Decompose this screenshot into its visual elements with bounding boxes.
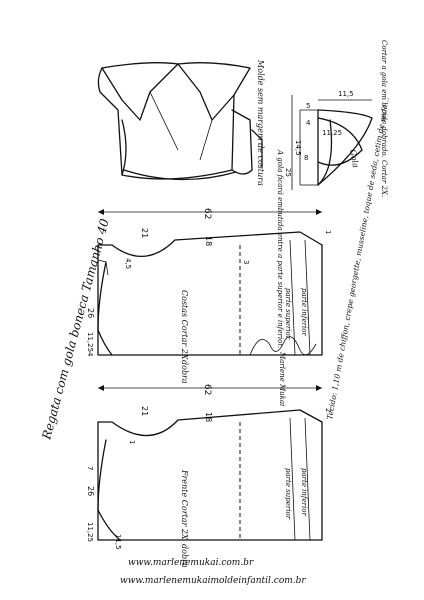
fabric-note: Tecido: 1,10 m de chiffon, crepe georget… xyxy=(325,97,391,421)
back-fold-label: dobra xyxy=(180,360,189,384)
back-dim-c: 4,5 xyxy=(124,258,132,269)
collar-dim-3: 25 xyxy=(284,168,292,177)
front-dim-c: 1 xyxy=(128,440,136,444)
back-dim-e: 1 xyxy=(324,230,332,234)
garment-sketch xyxy=(97,62,263,181)
collar-dim-4: 4 xyxy=(306,119,311,127)
front-pattern-piece xyxy=(97,409,323,541)
front-fold-label: dobra xyxy=(180,544,189,568)
website-1[interactable]: www.marlenemukai.com.br xyxy=(128,558,254,568)
signature: Marlene Mukai xyxy=(278,351,286,406)
front-dim-width-lower: 18 xyxy=(204,412,213,422)
back-piece-label: Costas Cortar 2X xyxy=(180,290,189,360)
website-2[interactable]: www.marlenemukaimoldeinfantil.com.br xyxy=(120,576,306,586)
collar-dim-5: 8 xyxy=(304,154,308,162)
front-parte-inferior: parte inferior xyxy=(300,468,308,516)
front-length-label: 62 xyxy=(202,384,212,395)
back-dim-a: 4 xyxy=(86,352,94,357)
back-dim-d: 3 xyxy=(242,260,250,264)
dim-line-62-back xyxy=(98,209,322,215)
collar-label: Gola xyxy=(348,149,360,169)
back-dim-b: 11,25 xyxy=(86,332,94,352)
front-dim-height: 26 xyxy=(86,486,95,496)
signature-scribble xyxy=(249,336,317,356)
back-parte-inferior: parte inferior xyxy=(300,288,308,336)
dim-line-62-front xyxy=(98,385,322,391)
collar-piece xyxy=(291,95,373,190)
collar-cut-note: Cortar a gola em tecido dobrado. Cortar … xyxy=(380,40,388,197)
collar-dim-6: 11,25 xyxy=(322,129,342,137)
back-dim-width-lower: 18 xyxy=(204,236,213,246)
front-parte-superior: parte superior xyxy=(284,468,292,520)
back-dim-width-upper: 21 xyxy=(140,228,149,238)
collar-dim-0: 14,5 xyxy=(294,140,302,156)
front-dim-width-upper: 21 xyxy=(140,406,149,416)
front-dim-b: 11,25 xyxy=(86,522,94,542)
back-length-label: 62 xyxy=(202,208,212,219)
collar-dim-1: 11,5 xyxy=(338,90,354,98)
top-note: Molde sem margem de costura xyxy=(256,59,265,186)
back-pattern-piece xyxy=(97,231,323,356)
pattern-title: Regata com gola boneca Tamanho 40 xyxy=(39,217,112,442)
front-dim-d: 2 xyxy=(324,408,332,412)
front-dim-e: 11,5 xyxy=(114,534,122,550)
back-parte-superior: parte superior xyxy=(284,288,292,340)
collar-note: A gola ficará embutida entre a parte sup… xyxy=(276,149,284,348)
front-dim-a: 7 xyxy=(86,466,94,470)
collar-dim-2: 5 xyxy=(306,102,310,110)
front-piece-label: Frente Cortar 2X xyxy=(180,469,189,540)
back-dim-height: 26 xyxy=(86,308,95,318)
